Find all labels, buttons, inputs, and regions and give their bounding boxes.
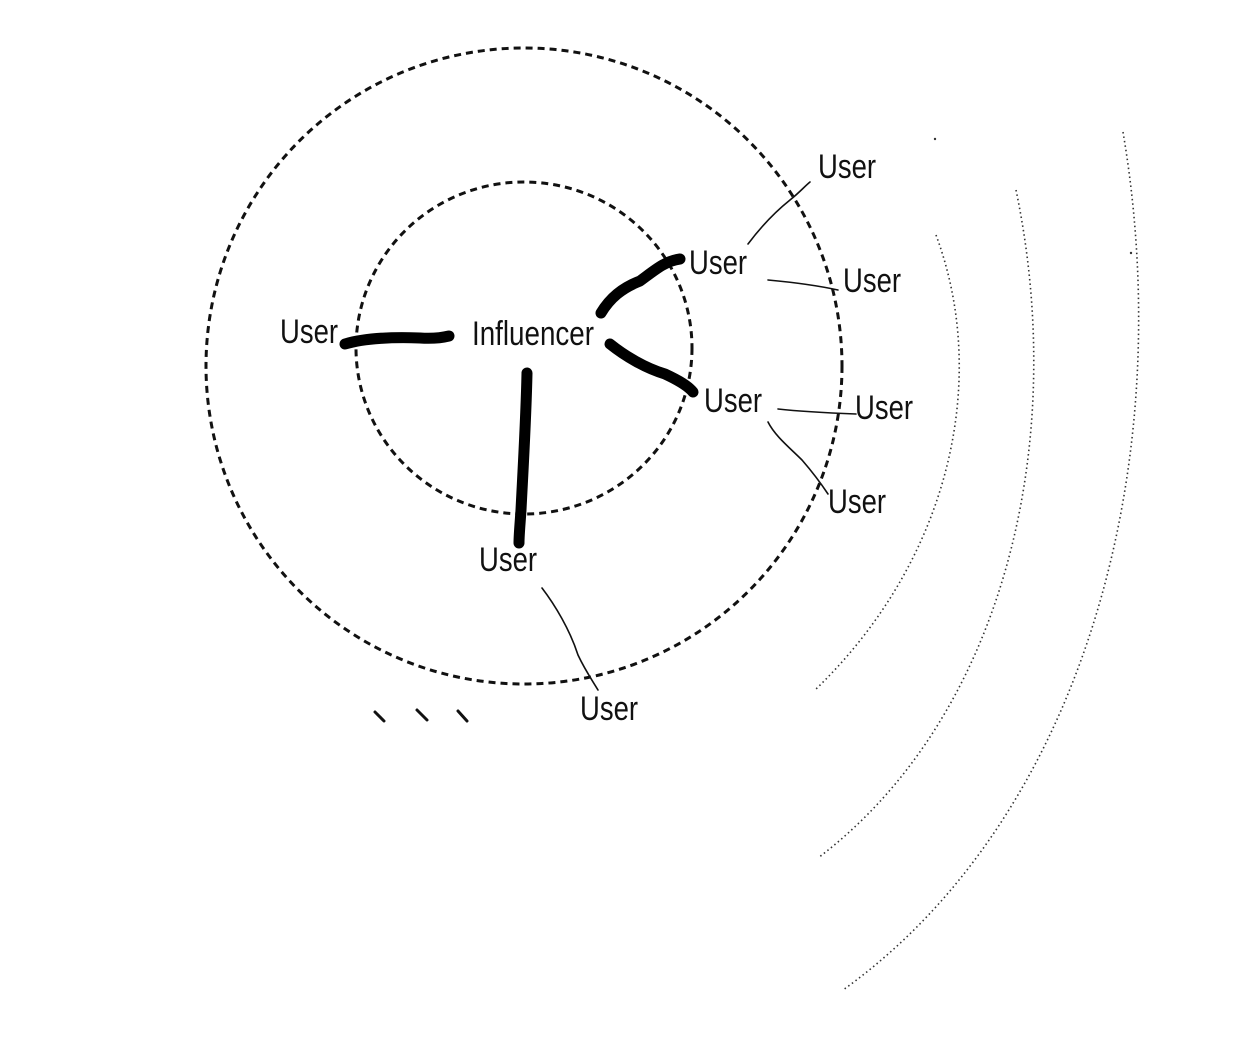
user-outer-1-label: User	[818, 148, 876, 186]
link-upper-right-outer-2	[767, 279, 839, 291]
dot-marker-2	[1129, 251, 1133, 255]
inner-ring	[354, 180, 694, 516]
propagation-arc-2	[817, 189, 1035, 859]
user-upper-right-label: User	[689, 244, 747, 282]
influencer-label: Influencer	[472, 315, 594, 353]
user-bottom-label: User	[479, 541, 537, 579]
link-influencer-user-upper-right	[595, 253, 686, 319]
propagation-arc-1	[814, 234, 960, 691]
link-influencer-user-bottom	[513, 367, 533, 549]
user-outer-3-label: User	[855, 389, 913, 427]
link-bottom-outer-5	[541, 587, 599, 691]
ellipsis-mark-1	[373, 710, 386, 723]
user-right-label: User	[704, 382, 762, 420]
link-right-outer-3	[777, 408, 857, 415]
dot-marker-1	[933, 137, 937, 141]
link-upper-right-outer-1	[747, 181, 811, 245]
ellipsis-mark-3	[456, 709, 469, 723]
link-right-outer-4	[767, 421, 829, 495]
user-left-label: User	[280, 313, 338, 351]
ellipsis-mark-2	[415, 708, 429, 722]
propagation-arc-3	[842, 131, 1140, 991]
user-outer-4-label: User	[828, 483, 886, 521]
user-outer-5-label: User	[580, 690, 638, 728]
ellipsis-text: \ \ \	[372, 725, 374, 727]
user-outer-2-label: User	[843, 262, 901, 300]
link-influencer-user-right	[604, 338, 699, 398]
outer-ring	[204, 46, 844, 686]
link-influencer-user-left	[339, 330, 455, 350]
